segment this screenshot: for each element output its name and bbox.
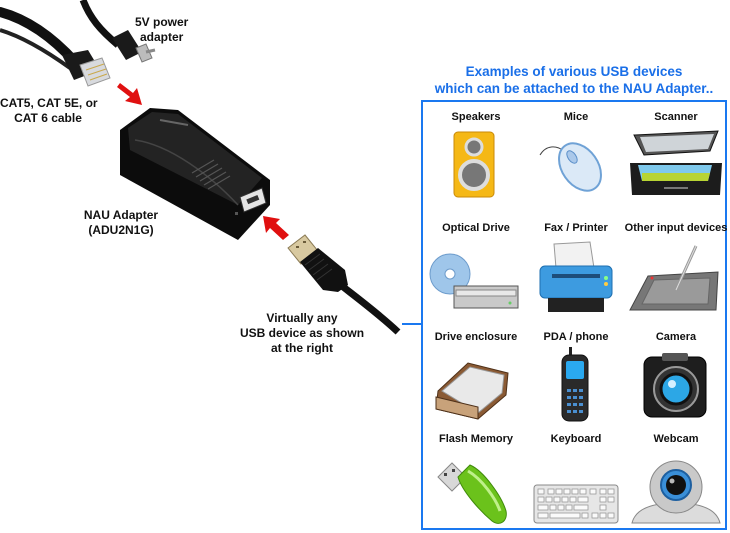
mouse-icon [539,142,602,192]
device-speakers: Speakers [426,111,526,211]
device-label: Fax / Printer [544,222,608,234]
nau-adapter-image [120,108,270,240]
device-camera: Camera [626,331,726,431]
device-other-input: Other input devices [625,222,727,322]
device-mice: Mice [526,111,626,211]
device-optical-drive: Optical Drive [426,222,526,322]
keyboard-icon [533,484,619,524]
optical-drive-icon [429,253,519,309]
device-label: Flash Memory [439,433,513,445]
device-label: Keyboard [550,433,602,445]
device-webcam: Webcam [626,433,726,533]
printer-icon [539,241,613,312]
device-pda-phone: PDA / phone [526,331,626,431]
device-drive-enclosure: Drive enclosure [426,331,526,431]
drive-enclosure-icon [435,362,509,420]
arrow-to-adapter-icon [117,83,142,105]
webcam-icon [631,460,721,524]
usb-devices-panel [421,100,727,530]
device-fax-printer: Fax / Printer [526,222,626,322]
device-label: Webcam [653,433,699,445]
device-label: Optical Drive [442,222,510,234]
arrow-to-usb-port-icon [263,216,289,240]
device-label: Mice [563,111,589,123]
connector-line [402,323,421,325]
device-label: Scanner [654,111,698,123]
device-flash-memory: Flash Memory [426,433,526,533]
adapter-label: NAU Adapter(ADU2N1G) [83,208,159,237]
connection-scene [0,0,401,335]
device-label: Drive enclosure [434,331,518,343]
ethernet-cable-icon [0,7,111,87]
device-label: Other input devices [624,222,728,234]
panel-title: Examples of various USB devices which ca… [434,64,714,96]
speaker-icon [453,131,495,198]
power-plug-icon [79,0,156,63]
device-scanner: Scanner [626,111,726,211]
device-label: Camera [655,331,697,343]
device-label: Speakers [451,111,501,123]
camera-icon [643,353,707,418]
usb-plug-icon [287,234,401,335]
phone-icon [561,347,589,422]
scanner-icon [630,130,722,195]
device-label: PDA / phone [543,331,609,343]
device-keyboard: Keyboard [526,433,626,533]
flash-drive-icon [437,462,507,524]
drawing-tablet-icon [629,245,719,311]
